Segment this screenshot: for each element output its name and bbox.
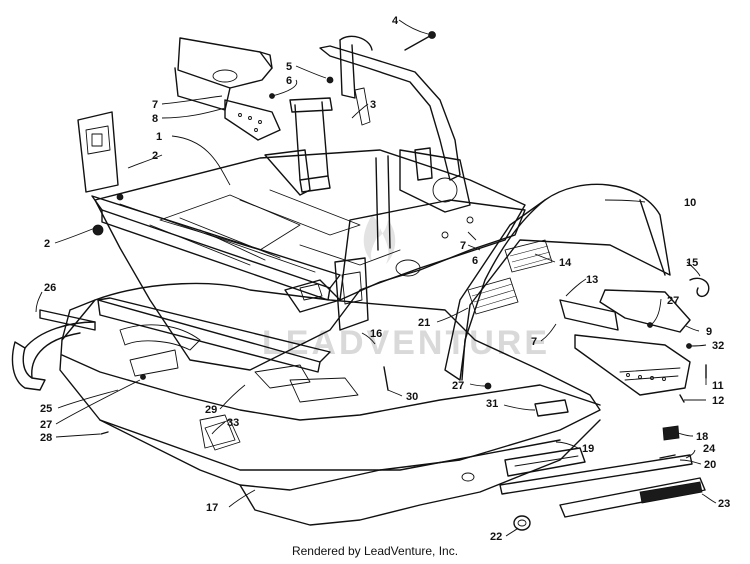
- callout-30: 30: [406, 391, 418, 403]
- callout-2b: 2: [44, 238, 50, 250]
- callout-18: 18: [696, 431, 708, 443]
- callout-2a: 2: [152, 150, 158, 162]
- callout-23: 23: [718, 498, 730, 510]
- callout-28: 28: [40, 432, 52, 444]
- callout-24: 24: [703, 443, 716, 455]
- callout-27c: 27: [40, 419, 52, 431]
- steering-hoop: [319, 31, 461, 181]
- callout-3: 3: [370, 99, 376, 111]
- callout-29: 29: [205, 404, 217, 416]
- hood-console: [444, 183, 671, 381]
- callout-27b: 27: [452, 380, 464, 392]
- callout-25: 25: [40, 403, 52, 415]
- callout-27a: 27: [667, 295, 679, 307]
- callouts: 1 2 2 3 4 5 6 7 8 7 6 10 14 15 13 27 21 …: [40, 15, 730, 543]
- callout-20: 20: [704, 459, 716, 471]
- callout-9: 9: [706, 326, 712, 338]
- callout-6b: 6: [472, 255, 478, 267]
- callout-1: 1: [156, 131, 162, 143]
- right-footrest: [559, 277, 710, 396]
- callout-33: 33: [227, 417, 239, 429]
- callout-19: 19: [582, 443, 594, 455]
- flame-icon: [363, 215, 396, 264]
- callout-8: 8: [152, 113, 158, 125]
- callout-32: 32: [712, 340, 724, 352]
- callout-7b: 7: [460, 240, 466, 252]
- callout-26: 26: [44, 282, 56, 294]
- watermark-text: LEADVENTURE: [262, 324, 550, 362]
- watermark: LEADVENTURE: [262, 215, 550, 362]
- callout-21: 21: [418, 317, 430, 329]
- callout-4: 4: [392, 15, 399, 27]
- leader-lines: [35, 19, 717, 537]
- callout-17: 17: [206, 502, 218, 514]
- callout-14: 14: [559, 257, 572, 269]
- callout-15: 15: [686, 257, 698, 269]
- callout-7c: 7: [531, 336, 537, 348]
- callout-13: 13: [586, 274, 598, 286]
- callout-16: 16: [370, 328, 382, 340]
- callout-12: 12: [712, 395, 724, 407]
- callout-6a: 6: [286, 75, 292, 87]
- callout-11: 11: [712, 380, 724, 392]
- callout-31: 31: [486, 398, 498, 410]
- callout-7a: 7: [152, 99, 158, 111]
- callout-10: 10: [684, 197, 696, 209]
- callout-22: 22: [490, 531, 502, 543]
- footer-credit: Rendered by LeadVenture, Inc.: [291, 544, 459, 558]
- upper-bracket: [174, 37, 281, 141]
- callout-5: 5: [286, 61, 292, 73]
